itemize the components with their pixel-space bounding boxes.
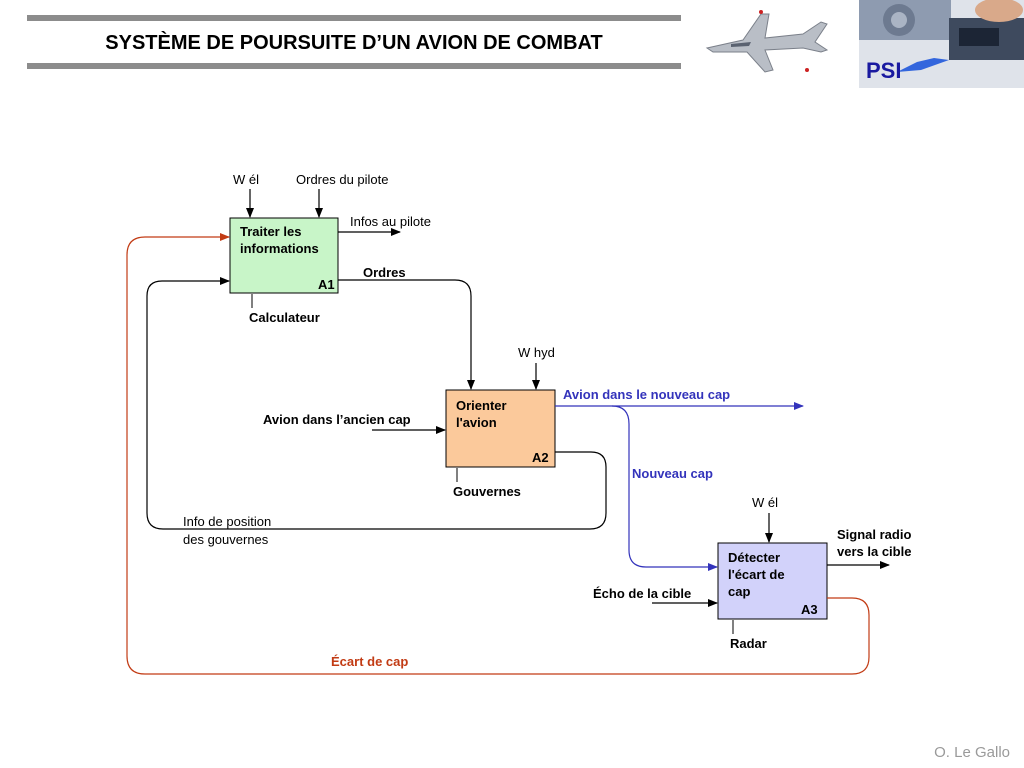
label-info-position-line1: Info de position	[183, 514, 271, 529]
box-a3: Détecter l'écart de cap A3	[717, 542, 828, 620]
title-bar-top	[27, 15, 681, 21]
label-a1-ordres-pilote: Ordres du pilote	[296, 172, 389, 187]
box-a1: Traiter les informations A1	[229, 217, 339, 294]
label-signal-radio-line1: Signal radio	[837, 527, 911, 542]
label-avion-nouveau-cap: Avion dans le nouveau cap	[563, 387, 730, 402]
fighter-jet-icon	[705, 10, 829, 73]
box-a3-number: A3	[801, 602, 818, 617]
logo-text: PSI	[866, 58, 902, 83]
label-a2-whyd: W hyd	[518, 345, 555, 360]
label-signal-radio-line2: vers la cible	[837, 544, 911, 559]
arrow-ecart-cap	[126, 233, 870, 675]
label-calculateur: Calculateur	[249, 310, 320, 325]
box-a1-label-line1: Traiter les	[240, 224, 301, 239]
box-a3-label-line1: Détecter	[728, 550, 780, 565]
box-a2-label-line1: Orienter	[456, 398, 507, 413]
label-radar: Radar	[730, 636, 767, 651]
label-info-position-line2: des gouvernes	[183, 532, 269, 547]
page-title: SYSTÈME DE POURSUITE D’UN AVION DE COMBA…	[105, 32, 603, 54]
box-a2-label-line2: l'avion	[456, 415, 497, 430]
label-a1-wel: W él	[233, 172, 259, 187]
box-a1-label-line2: informations	[240, 241, 319, 256]
psi-logo	[859, 0, 1024, 88]
label-gouvernes: Gouvernes	[453, 484, 521, 499]
author-credit: O. Le Gallo	[934, 744, 1010, 761]
box-a2-number: A2	[532, 450, 549, 465]
label-echo-cible: Écho de la cible	[593, 586, 691, 601]
label-ecart-cap: Écart de cap	[331, 654, 408, 669]
label-a3-wel: W él	[752, 495, 778, 510]
arrow-info-position	[146, 277, 607, 530]
box-a3-label-line2: l'écart de	[728, 567, 785, 582]
label-nouveau-cap: Nouveau cap	[632, 466, 713, 481]
box-a3-label-line3: cap	[728, 584, 750, 599]
label-infos-pilote: Infos au pilote	[350, 214, 431, 229]
label-ordres: Ordres	[363, 265, 406, 280]
box-a2: Orienter l'avion A2	[445, 389, 556, 468]
label-avion-ancien-cap: Avion dans l’ancien cap	[263, 412, 411, 427]
title-bar-bottom	[27, 63, 681, 69]
arrow-ordres	[338, 279, 475, 390]
box-a1-number: A1	[318, 277, 335, 292]
arrow-nouveau-cap	[611, 405, 718, 571]
